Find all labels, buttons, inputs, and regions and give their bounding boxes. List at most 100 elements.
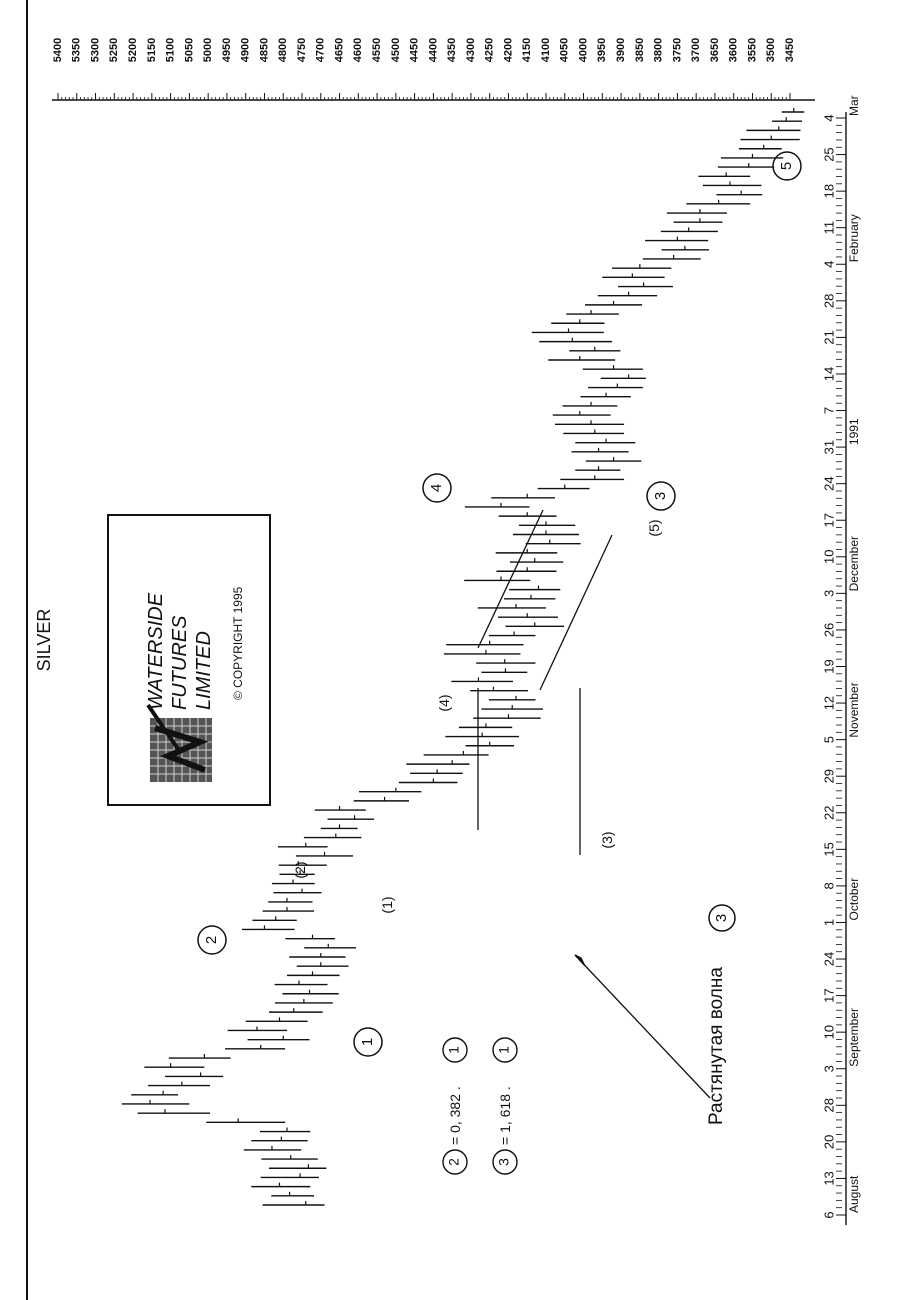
price-bar (477, 603, 546, 609)
price-bar (296, 962, 349, 967)
price-bar (148, 1081, 211, 1087)
price-tick-label: 3600 (728, 38, 740, 62)
price-bar (451, 677, 513, 683)
wave-5-circle: 5 (772, 151, 802, 181)
wave-3-circle: 3 (646, 481, 676, 511)
month-label: 1991 (847, 418, 861, 445)
price-bar (274, 980, 328, 986)
svg-text:3: 3 (496, 1158, 512, 1166)
price-bar (247, 1035, 310, 1041)
price-bar (660, 227, 718, 233)
price-bar (512, 530, 580, 536)
channel-lower (539, 534, 613, 691)
date-tick-label: 5 (821, 736, 836, 743)
month-label: February (847, 214, 861, 262)
extended-wave-annotation: Растянутая волна 3 (706, 904, 736, 1125)
price-bar (353, 796, 409, 802)
price-bar (498, 512, 557, 517)
price-bar (320, 824, 358, 830)
waterside-logo: WATERSIDE FUTURES LIMITED © COPYRIGHT 19… (107, 514, 271, 806)
date-tick-label: 17 (821, 988, 836, 1002)
ratio-formula-1: 2 = 0, 382 . 1 (442, 1037, 468, 1175)
price-bar (243, 1145, 302, 1151)
price-tick-label: 4600 (352, 38, 364, 62)
extended-wave-num: 3 (713, 914, 730, 922)
date-tick-label: 28 (821, 1098, 836, 1112)
price-bar (289, 953, 346, 958)
price-bar (261, 1155, 318, 1160)
price-tick-label: 4900 (240, 38, 252, 62)
price-tick-label: 3950 (596, 38, 608, 62)
price-bar (268, 897, 313, 903)
price-bar (571, 447, 629, 453)
date-tick-label: 12 (821, 696, 836, 710)
price-bar (566, 310, 619, 315)
date-tick-label: 17 (821, 513, 836, 527)
price-tick-label: 4300 (465, 38, 477, 62)
price-tick-label: 4450 (409, 38, 421, 62)
price-bar (268, 1008, 323, 1013)
month-label: December (847, 536, 861, 591)
price-bar (503, 594, 556, 600)
date-tick-label: 29 (821, 769, 836, 783)
price-bar (206, 1118, 286, 1124)
price-bar (716, 190, 763, 196)
price-bar (740, 135, 800, 141)
wave-labels: 1 2 3 4 5 (1) (2) (3) (4) (5) (197, 151, 802, 1057)
price-tick-label: 5300 (89, 38, 101, 62)
price-bar (702, 181, 762, 187)
price-bar (582, 365, 643, 370)
price-bar (262, 1201, 325, 1206)
price-bar (771, 117, 803, 122)
date-tick-label: 11 (821, 221, 836, 235)
date-tick-label: 15 (821, 842, 836, 856)
wave-paren-1: (1) (379, 896, 395, 913)
price-bar (661, 245, 709, 251)
price-bar (131, 1090, 179, 1096)
date-tick-label: 18 (821, 184, 836, 198)
price-bar (273, 888, 322, 894)
price-bar (144, 1063, 205, 1068)
price-bar (271, 1191, 315, 1197)
price-tick-label: 5000 (202, 38, 214, 62)
price-bar (562, 401, 618, 407)
ratio-formula-2: 3 = 1, 618 . 1 (492, 1037, 518, 1175)
month-label: September (847, 1008, 861, 1067)
date-tick-label: 10 (821, 1025, 836, 1039)
price-tick-label: 4150 (521, 38, 533, 62)
channel-upper (477, 509, 544, 649)
date-tick-label: 14 (821, 367, 836, 381)
wave-2-circle: 2 (197, 925, 227, 955)
price-bar (481, 668, 528, 673)
svg-text:1: 1 (359, 1038, 376, 1046)
price-bar (282, 989, 339, 995)
month-label: October (847, 878, 861, 921)
price-bar (551, 319, 605, 324)
date-tick-label: 24 (821, 952, 836, 966)
price-bar (446, 640, 524, 646)
price-bar (720, 153, 784, 159)
price-tick-label: 4500 (390, 38, 402, 62)
month-label: November (847, 682, 861, 737)
price-bar (552, 411, 611, 416)
price-bar (137, 1109, 211, 1114)
price-bar (600, 374, 646, 380)
price-bar (575, 466, 621, 471)
price-bar (525, 539, 581, 545)
svg-text:5: 5 (778, 162, 795, 170)
price-bar (327, 815, 375, 820)
wave-paren-2: (2) (292, 861, 308, 878)
date-tick-label: 26 (821, 623, 836, 637)
price-bar (271, 879, 315, 885)
logo-frame (107, 514, 271, 806)
price-bar (488, 631, 536, 637)
price-bar (303, 833, 362, 839)
logo-line3: LIMITED (193, 631, 215, 710)
price-tick-label: 5050 (183, 38, 195, 62)
price-bar (717, 163, 775, 168)
svg-text:1: 1 (446, 1046, 462, 1054)
price-bar (495, 548, 558, 554)
date-tick-label: 3 (821, 590, 836, 597)
price-tick-label: 4400 (427, 38, 439, 62)
